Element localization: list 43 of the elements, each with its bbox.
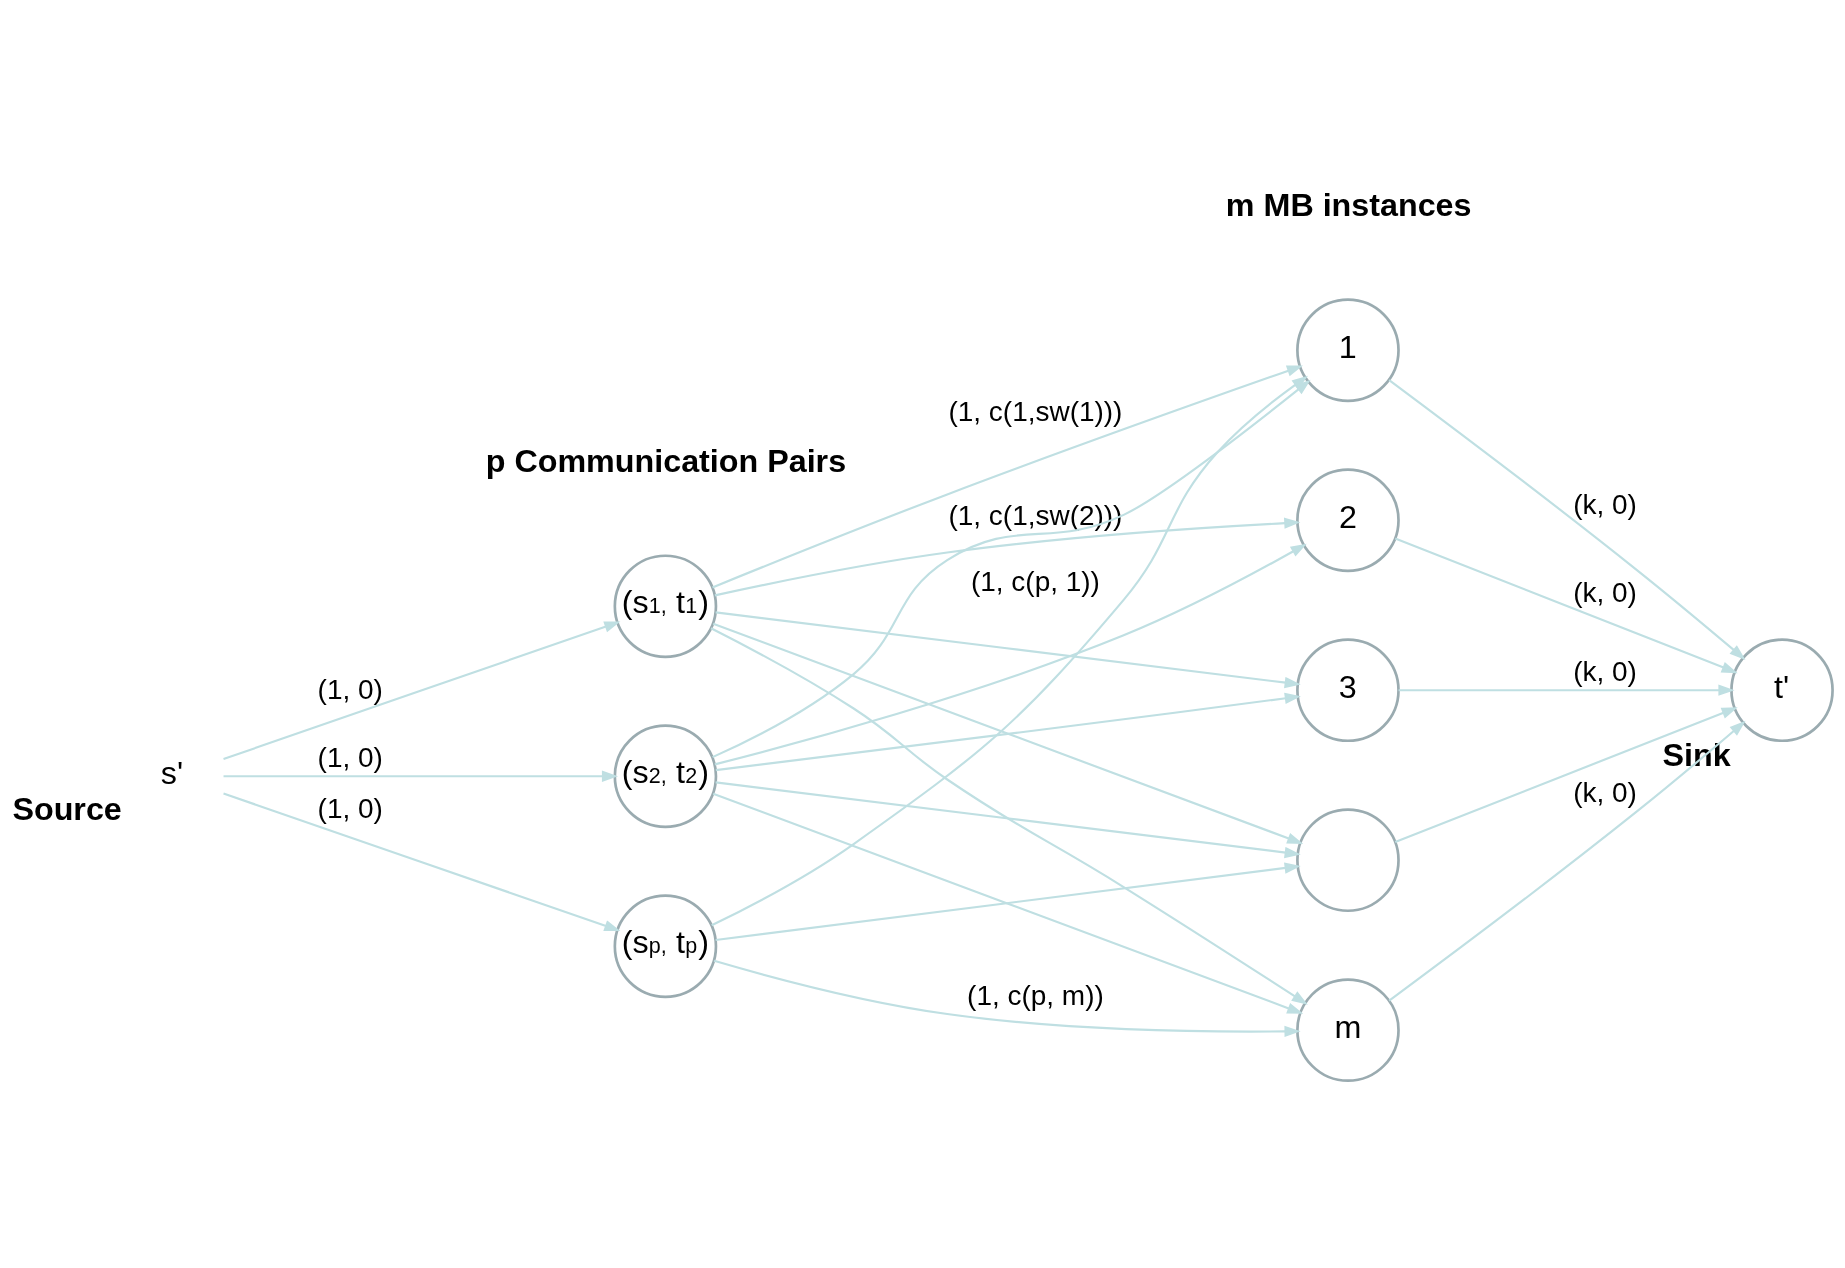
node-circle: (s2, t2) <box>613 724 718 829</box>
arrow <box>713 959 1301 1038</box>
node-circle: m <box>1296 978 1400 1083</box>
arrow <box>715 781 1301 859</box>
arrow <box>1388 720 1746 1002</box>
edge-label: (1, c(p, m)) <box>967 980 1104 1012</box>
edge-label: (1, c(1,sw(1))) <box>948 396 1123 428</box>
label: p Communication Pairs <box>485 443 847 480</box>
arrow <box>223 770 619 782</box>
node-circle: (s1, t1) <box>613 554 718 659</box>
arrow <box>711 375 1308 927</box>
arrow <box>714 543 1307 766</box>
node-circle: (sp, tp) <box>613 894 718 999</box>
node-text: s' <box>160 755 184 792</box>
arrow <box>710 627 1308 1005</box>
edge-label: (1, 0) <box>317 742 383 774</box>
edge-label: (1, 0) <box>317 793 383 824</box>
node-circle: 2 <box>1296 468 1400 573</box>
arrow <box>715 611 1301 689</box>
edge-label: (1, 0) <box>317 673 383 705</box>
arrow <box>1398 684 1735 696</box>
edge-label: (1, c(p, 1)) <box>970 566 1100 598</box>
node-circle: 3 <box>1296 638 1400 743</box>
arrow <box>715 862 1301 942</box>
arrow <box>712 622 1304 844</box>
node-label: Source <box>12 791 122 828</box>
arrow <box>1394 707 1738 843</box>
node-label: Sink <box>1662 736 1731 773</box>
arrow <box>223 621 621 761</box>
edge-label: (k, 0) <box>1573 656 1637 688</box>
edge-label: (k, 0) <box>1573 576 1637 608</box>
node-circle <box>1296 808 1400 913</box>
arrow <box>712 792 1304 1014</box>
arrow <box>1388 379 1746 660</box>
arrow <box>223 792 621 932</box>
arrow <box>715 692 1301 772</box>
label: m MB instances <box>1225 187 1472 224</box>
arrow <box>714 517 1301 597</box>
arrow <box>712 365 1303 589</box>
edge-label: (k, 0) <box>1573 776 1637 808</box>
arrow <box>1394 537 1738 674</box>
edge-label: (1, c(1,sw(2))) <box>948 500 1123 532</box>
edge-label: (k, 0) <box>1573 488 1637 520</box>
